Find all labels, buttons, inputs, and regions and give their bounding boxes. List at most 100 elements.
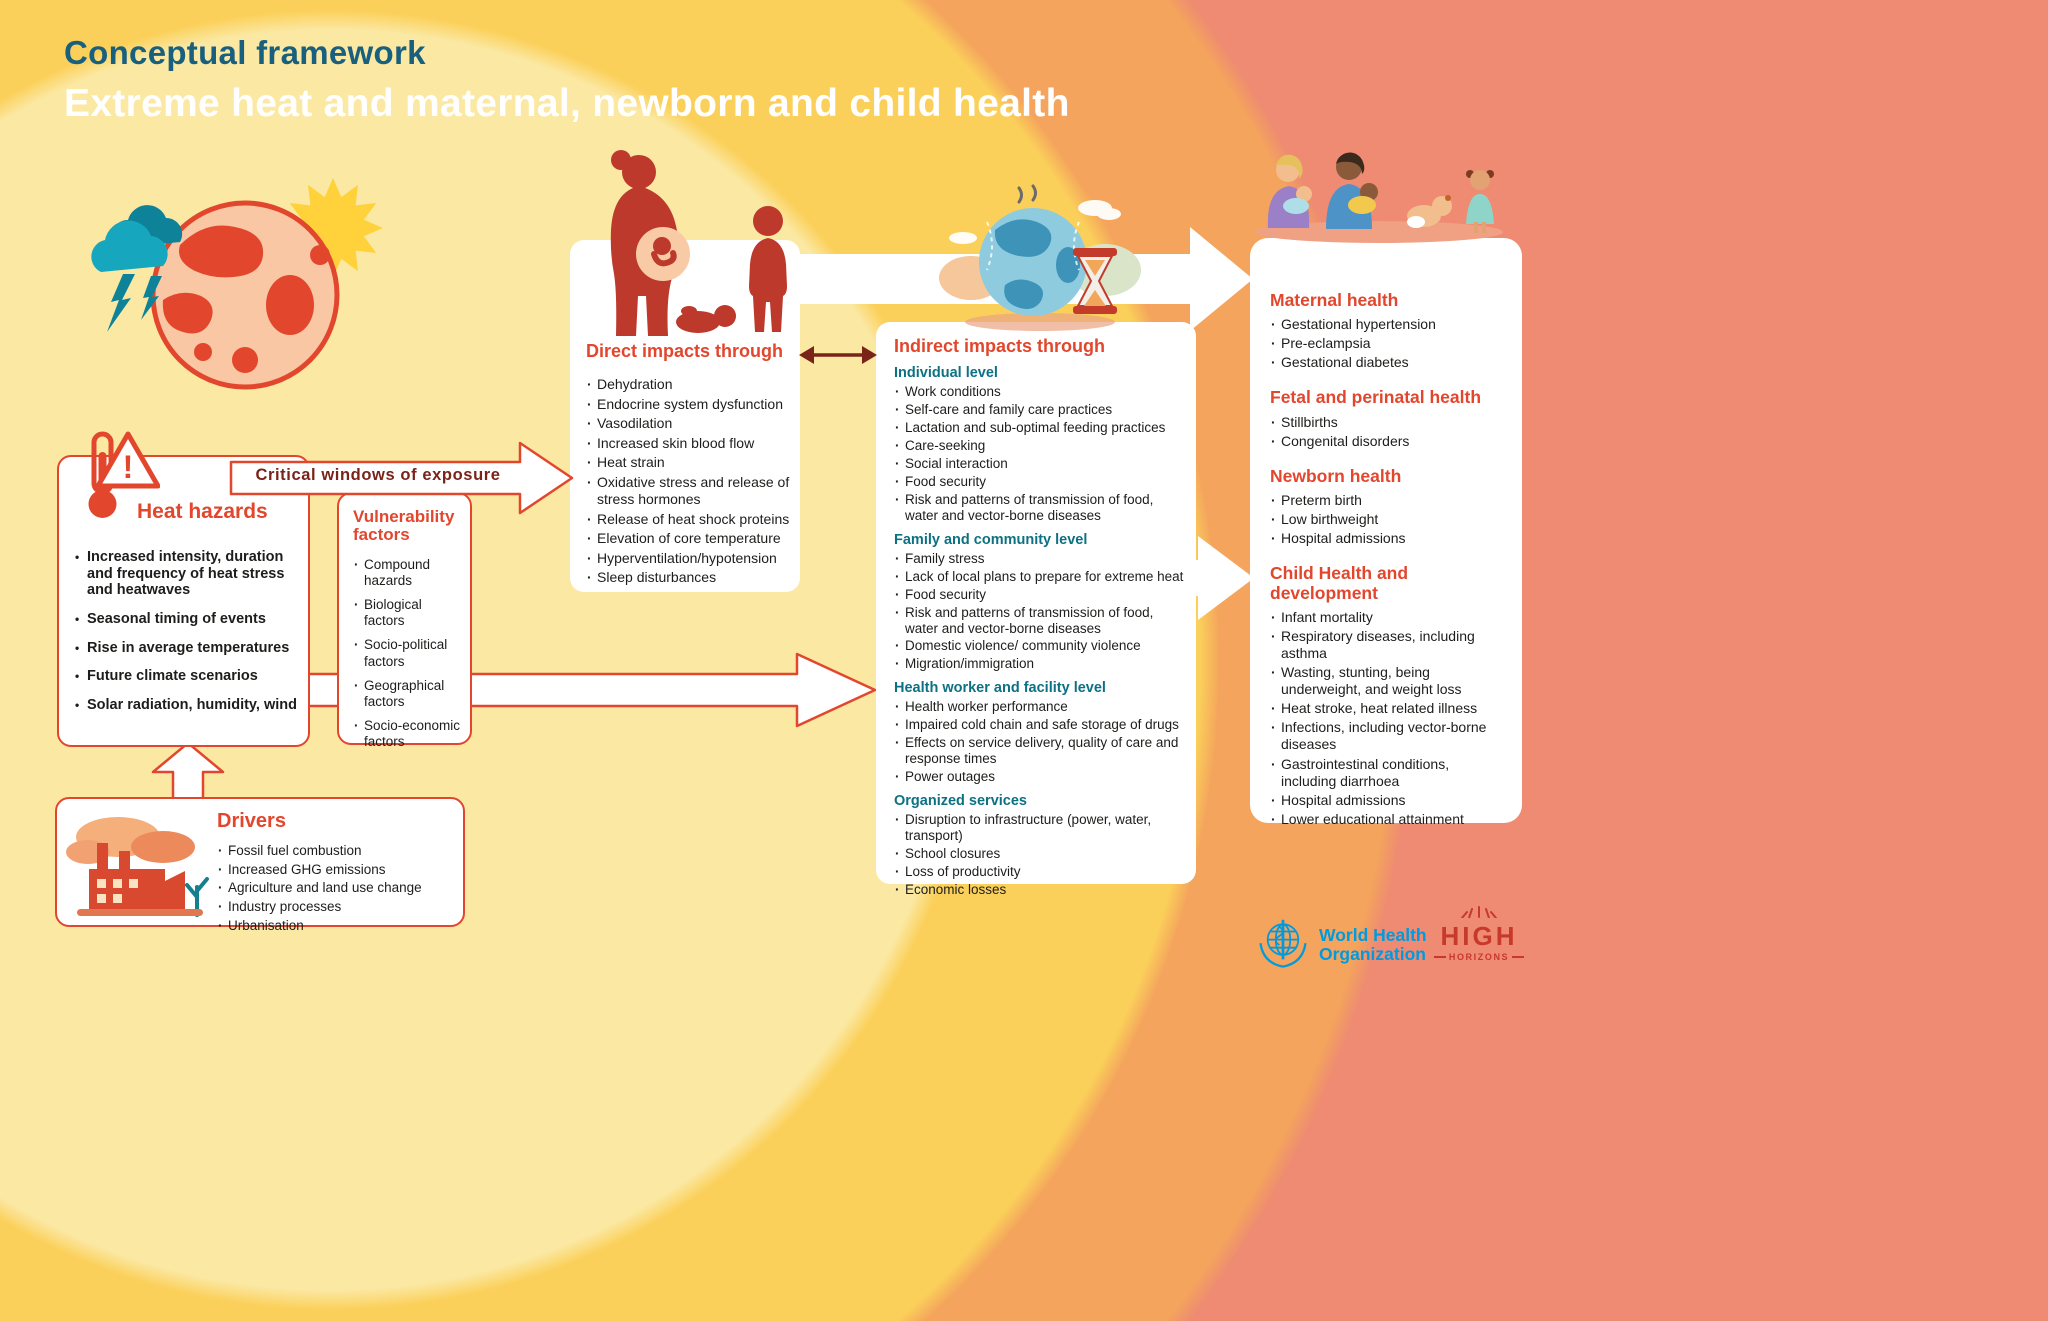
list-item: Disruption to infrastructure (power, wat…: [894, 812, 1184, 844]
high-horizons-logo: HIGH HORIZONS: [1434, 904, 1524, 962]
sun-rays-icon: [1461, 906, 1497, 919]
storm-cloud-icon: [91, 205, 183, 332]
climate-globe-illustration: [91, 178, 383, 390]
list-item: Respiratory diseases, including asthma: [1270, 628, 1506, 662]
list-item: Lactation and sub-optimal feeding practi…: [894, 420, 1184, 436]
infant-silhouette: [676, 305, 736, 333]
list-item: Stillbirths: [1270, 414, 1506, 431]
who-logo-text: World Health Organization: [1319, 926, 1427, 963]
list-item: Socio-economic factors: [353, 718, 462, 750]
title-block: Conceptual framework Extreme heat and ma…: [64, 34, 1070, 126]
list-item: Industry processes: [217, 899, 455, 915]
list-item: Agriculture and land use change: [217, 880, 455, 896]
outcomes-entries: Maternal healthGestational hypertensionP…: [1270, 290, 1506, 828]
indirect-impacts-entries: Individual levelWork conditionsSelf-care…: [894, 365, 1184, 897]
list-item: Release of heat shock proteins: [586, 511, 792, 528]
list-item: Loss of productivity: [894, 864, 1184, 880]
indirect-impacts-box: Indirect impacts through Individual leve…: [876, 322, 1196, 897]
list-item: Family stress: [894, 551, 1184, 567]
list-item: Family and community level: [894, 531, 1088, 548]
families-illustration: [1255, 152, 1503, 243]
list-item: Food security: [894, 474, 1184, 490]
toddler-figure: [1466, 170, 1494, 233]
fetus-icon: [651, 237, 677, 267]
list-item: Low birthweight: [1270, 511, 1506, 528]
list-item: Maternal health: [1270, 290, 1399, 310]
svg-text:!: !: [123, 449, 134, 485]
list-item: Oxidative stress and release of stress h…: [586, 474, 792, 508]
list-item: Increased GHG emissions: [217, 862, 455, 878]
kicker-title: Conceptual framework: [64, 34, 426, 71]
list-item: Gastrointestinal conditions, including d…: [1270, 756, 1506, 790]
list-item: School closures: [894, 846, 1184, 862]
drivers-title: Drivers: [217, 810, 286, 832]
list-item: Care-seeking: [894, 438, 1184, 454]
indirect-impacts-title: Indirect impacts through: [894, 336, 1106, 356]
list-item: Preterm birth: [1270, 492, 1506, 509]
list-item: Lower educational attainment: [1270, 811, 1506, 828]
list-item: Infant mortality: [1270, 609, 1506, 626]
hourglass-icon: [1073, 248, 1117, 314]
list-item: Individual level: [894, 365, 998, 382]
drivers-to-hazards-arrow: [151, 741, 225, 802]
list-item: Heat strain: [586, 454, 792, 471]
who-logo-line1: World Health: [1319, 925, 1427, 946]
direct-impacts-title: Direct impacts through: [586, 341, 784, 361]
list-item: Work conditions: [894, 384, 1184, 400]
who-logo-line2: Organization: [1319, 944, 1426, 964]
list-item: Biological factors: [353, 597, 462, 629]
list-item: Domestic violence/ community violence: [894, 638, 1184, 654]
steam-icon: [1017, 184, 1037, 204]
list-item: Infections, including vector-borne disea…: [1270, 719, 1506, 753]
lightning-icon: [141, 276, 162, 320]
drivers-box: Drivers Fossil fuel combustionIncreased …: [55, 797, 465, 934]
list-item: Fossil fuel combustion: [217, 843, 455, 859]
vulnerability-title: Vulnerability factors: [353, 507, 455, 545]
page-title: Extreme heat and maternal, newborn and c…: [64, 82, 1070, 125]
who-logo: World Health Organization: [1256, 916, 1427, 974]
mother-child-silhouettes: [610, 150, 787, 336]
heat-hazards-title: Heat hazards: [137, 500, 268, 523]
list-item: Geographical factors: [353, 678, 462, 710]
factory-illustration: [66, 817, 209, 917]
outcomes-box: Maternal healthGestational hypertensionP…: [1250, 238, 1522, 828]
list-item: Hyperventilation/hypotension: [586, 550, 792, 567]
list-item: Increased intensity, duration and freque…: [75, 549, 300, 599]
list-item: Impaired cold chain and safe storage of …: [894, 717, 1184, 733]
sun-icon: [283, 178, 383, 278]
crawling-baby-figure: [1407, 195, 1452, 228]
list-item: Sleep disturbances: [586, 569, 792, 586]
list-item: Compound hazards: [353, 557, 462, 589]
list-item: Self-care and family care practices: [894, 402, 1184, 418]
list-item: Elevation of core temperature: [586, 530, 792, 547]
vulnerability-box: Vulnerability factors Compound hazardsBi…: [337, 492, 472, 749]
cloud-icon: [949, 200, 1121, 244]
list-item: Solar radiation, humidity, wind: [75, 697, 300, 714]
list-item: Urbanisation: [217, 918, 455, 934]
list-item: Migration/immigration: [894, 656, 1184, 672]
list-item: Effects on service delivery, quality of …: [894, 735, 1184, 767]
direct-indirect-link-arrow: [799, 346, 877, 364]
list-item: Seasonal timing of events: [75, 611, 300, 628]
list-item: Lack of local plans to prepare for extre…: [894, 569, 1184, 585]
factory-icon: [89, 843, 185, 909]
list-item: Hospital admissions: [1270, 530, 1506, 547]
drivers-list: Fossil fuel combustionIncreased GHG emis…: [217, 843, 455, 936]
list-item: Rise in average temperatures: [75, 640, 300, 657]
list-item: Social interaction: [894, 456, 1184, 472]
list-item: Child Health and development: [1270, 563, 1409, 603]
direct-impacts-list: DehydrationEndocrine system dysfunctionV…: [586, 376, 792, 589]
list-item: Food security: [894, 587, 1184, 603]
child-silhouette: [749, 206, 787, 332]
warning-triangle-icon: !: [95, 431, 160, 489]
list-item: Gestational hypertension: [1270, 316, 1506, 333]
list-item: Pre-eclampsia: [1270, 335, 1506, 352]
high-horizons-line2: HORIZONS: [1448, 952, 1510, 962]
globe-hourglass-illustration: [939, 184, 1141, 331]
list-item: Newborn health: [1270, 465, 1402, 486]
list-item: Congenital disorders: [1270, 433, 1506, 450]
indirect-to-outcomes-arrow: [1186, 536, 1254, 620]
critical-windows-label: Critical windows of exposure: [255, 466, 501, 484]
list-item: Endocrine system dysfunction: [586, 396, 792, 413]
